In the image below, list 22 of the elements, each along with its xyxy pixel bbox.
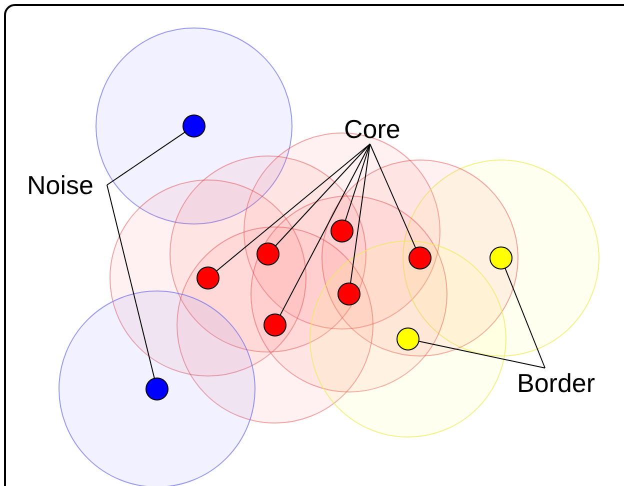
leader-line	[106, 132, 186, 186]
data-point	[146, 378, 168, 400]
leader-line	[504, 268, 546, 368]
leader-line	[350, 144, 370, 284]
point-type-label: Border	[517, 368, 596, 398]
leader-line	[275, 144, 370, 246]
point-type-label: Noise	[27, 170, 94, 200]
data-point	[330, 220, 354, 242]
leader-line	[370, 144, 416, 248]
data-point	[396, 328, 420, 350]
leader-line	[216, 144, 370, 272]
leader-line	[418, 340, 546, 368]
data-point	[408, 246, 432, 270]
leader-line	[106, 184, 155, 379]
data-point	[338, 282, 360, 306]
data-point	[196, 266, 220, 290]
data-point	[182, 114, 206, 138]
leader-line	[280, 144, 370, 316]
data-point	[264, 314, 286, 336]
data-point	[490, 246, 512, 270]
point-type-label: Core	[344, 114, 400, 144]
data-point	[256, 242, 280, 266]
